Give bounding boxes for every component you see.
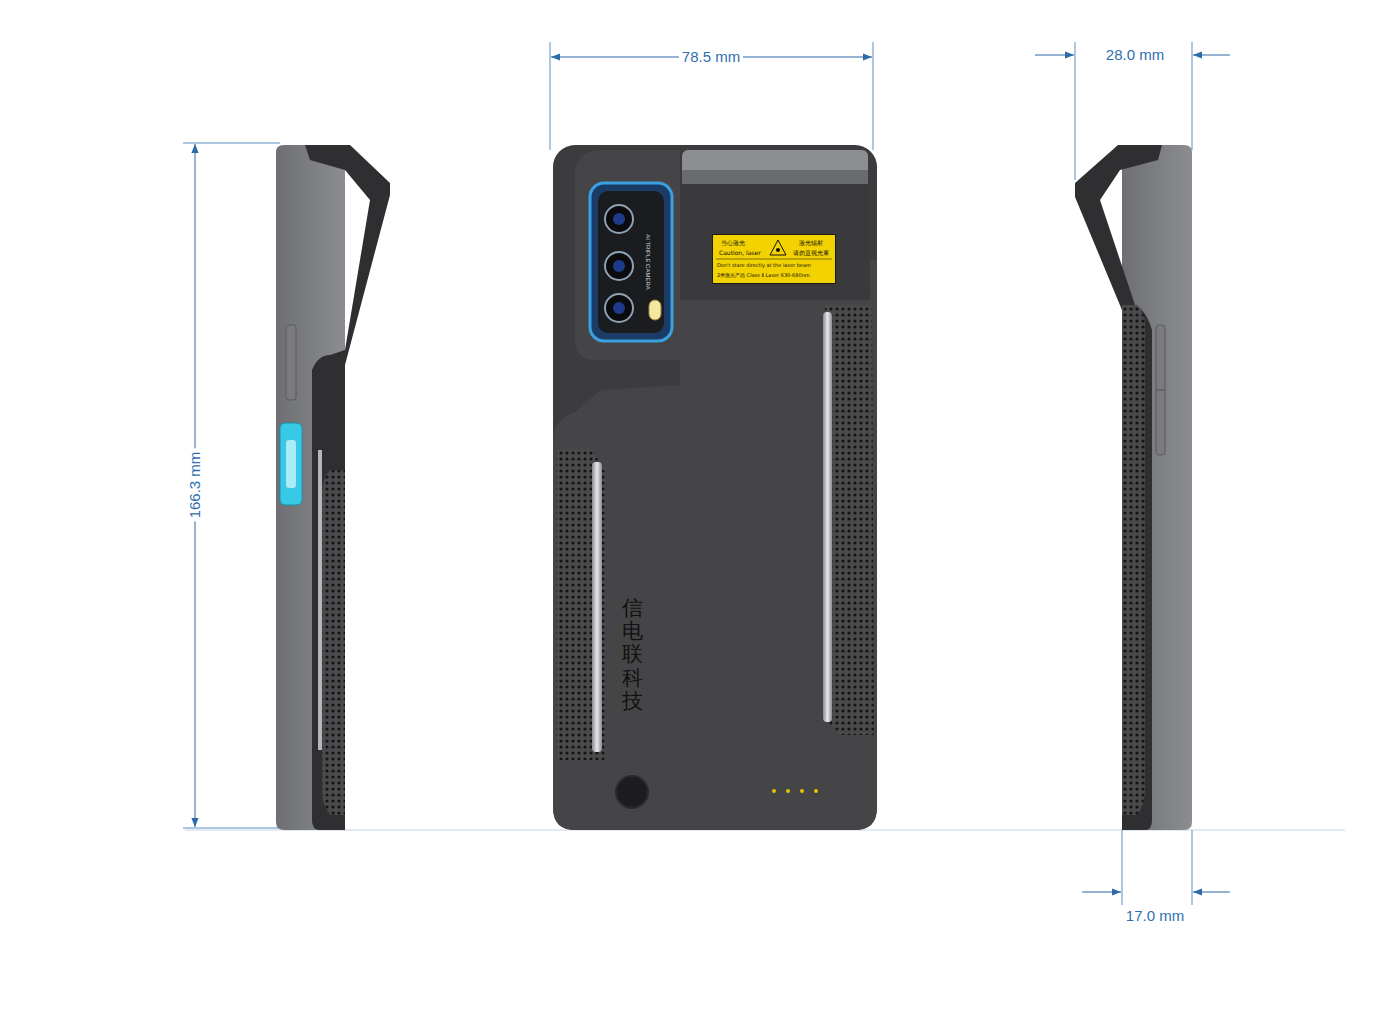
dimension-label: 17.0 mm xyxy=(1123,907,1187,925)
dimension-label: 166.3 mm xyxy=(186,449,204,522)
brand-text: 信电联科技 xyxy=(622,597,643,712)
warning-text: Caution, laser xyxy=(719,250,761,256)
dimension-label: 78.5 mm xyxy=(679,48,743,66)
camera-text: AI TRIPLE CAMERA xyxy=(645,234,651,290)
dimension-label: 28.0 mm xyxy=(1103,46,1167,64)
warning-text: 请勿直视光束 xyxy=(793,250,829,256)
warning-text: Don't stare directly at the laser beam xyxy=(717,263,811,268)
warning-text: 2类激光产品 Class Ⅱ Laser 630-680nm xyxy=(717,273,810,278)
warning-text: 激光辐射 xyxy=(799,240,823,246)
warning-text: 当心激光 xyxy=(721,240,745,246)
laser-warning-label: 当心激光 激光辐射 Caution, laser 请勿直视光束 Don't stare … xyxy=(712,234,836,284)
